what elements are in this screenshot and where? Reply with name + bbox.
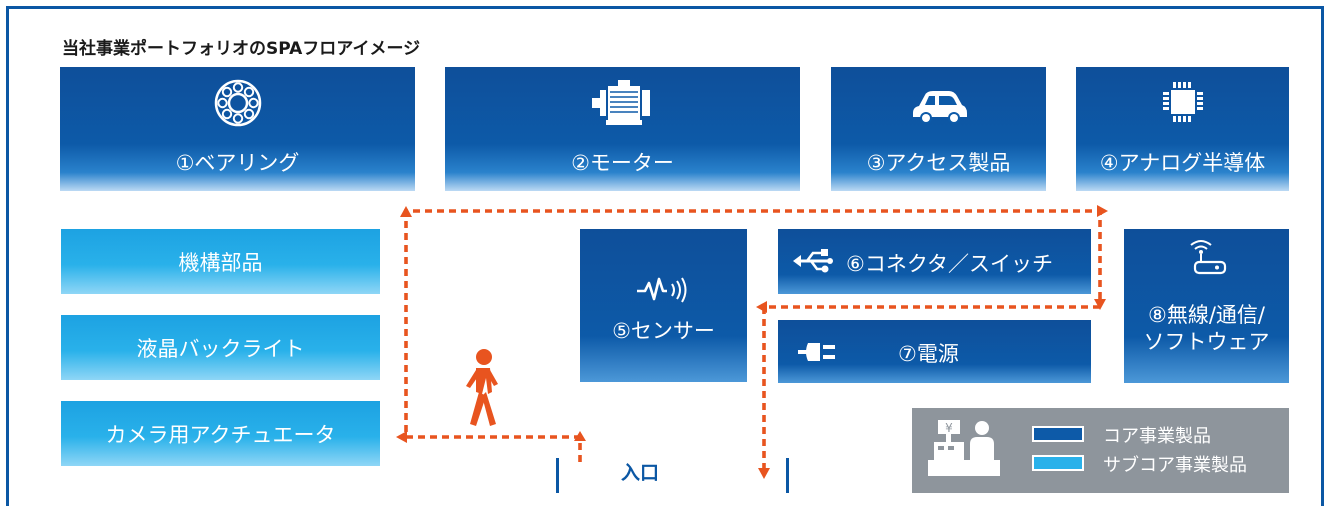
- block-label-line1: ⑧無線/通信/: [1148, 303, 1265, 327]
- block-label: ①ベアリング: [175, 151, 300, 175]
- walking-person-icon: [466, 349, 498, 426]
- block-label-line2: ソフトウェア: [1143, 330, 1270, 354]
- block-power-supply: ⑦電源: [778, 320, 1091, 383]
- block-label: 液晶バックライト: [136, 336, 305, 361]
- walking-path: [396, 205, 1108, 479]
- motor-icon: [591, 80, 650, 125]
- entrance-wall-left: [556, 458, 559, 493]
- svg-text:¥: ¥: [945, 421, 953, 435]
- block-label: ⑧無線/通信/ ソフトウェア: [1124, 302, 1289, 356]
- block-label: ④アナログ半導体: [1099, 151, 1266, 175]
- block-label: ③アクセス製品: [866, 151, 1011, 175]
- legend-swatch-core: [1032, 426, 1084, 442]
- legend-label-core: コア事業製品: [1103, 426, 1211, 447]
- entrance-label: 入口: [621, 462, 660, 484]
- cashier-icon: ¥: [928, 420, 1000, 476]
- router-icon: [1190, 240, 1227, 275]
- floor-frame: [6, 6, 1324, 506]
- plug-icon: [798, 343, 835, 361]
- block-label: ②モーター: [571, 151, 674, 175]
- block-label: ⑤センサー: [612, 319, 715, 343]
- usb-icon: [793, 249, 833, 273]
- entrance-wall-right: [786, 458, 789, 493]
- block-label: カメラ用アクチュエータ: [105, 422, 336, 447]
- car-icon: [912, 91, 967, 124]
- block-sensor: ⑤センサー: [580, 229, 747, 382]
- block-access-products: ③アクセス製品: [831, 67, 1046, 191]
- block-wireless-software: ⑧無線/通信/ ソフトウェア: [1124, 229, 1289, 383]
- block-mechanical-parts: 機構部品: [61, 229, 380, 294]
- bearing-icon: [214, 79, 261, 127]
- block-camera-actuator: カメラ用アクチュエータ: [61, 401, 380, 466]
- legend: ¥ コア事業製品 サブコア事業製品: [912, 408, 1289, 493]
- block-label: ⑥コネクタ／スイッチ: [846, 252, 1053, 276]
- block-label: ⑦電源: [898, 342, 959, 366]
- block-lcd-backlight: 液晶バックライト: [61, 315, 380, 380]
- block-motor: ②モーター: [445, 67, 800, 191]
- block-analog-semiconductor: ④アナログ半導体: [1076, 67, 1289, 191]
- legend-swatch-sub: [1032, 455, 1084, 471]
- page-title: 当社事業ポートフォリオのSPAフロアイメージ: [62, 39, 421, 59]
- block-bearing: ①ベアリング: [60, 67, 415, 191]
- legend-label-sub: サブコア事業製品: [1103, 455, 1247, 476]
- chip-icon: [1162, 82, 1203, 122]
- sensor-wave-icon: [637, 277, 687, 303]
- block-label: 機構部品: [178, 250, 263, 275]
- block-connector-switch: ⑥コネクタ／スイッチ: [778, 229, 1091, 294]
